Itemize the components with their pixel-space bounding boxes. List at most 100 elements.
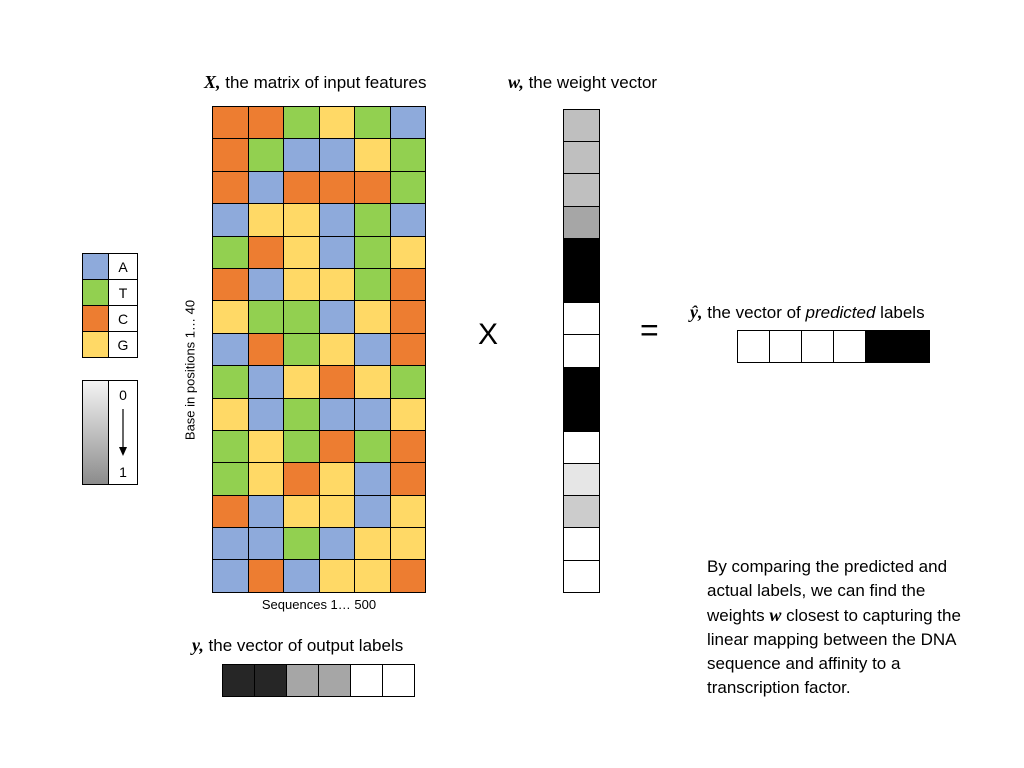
matrix-cell bbox=[248, 236, 284, 269]
weight-cell bbox=[564, 335, 600, 368]
predicted-label-cell bbox=[834, 331, 866, 363]
matrix-cell bbox=[213, 333, 249, 367]
yhat-symbol: ŷ, bbox=[690, 302, 703, 322]
matrix-cell bbox=[355, 204, 391, 237]
weights-title: w, the weight vector bbox=[508, 72, 657, 93]
matrix-cell bbox=[213, 398, 249, 431]
legend-base-label: A bbox=[109, 254, 138, 280]
matrix-cell bbox=[284, 139, 320, 172]
grayscale-gradient bbox=[83, 381, 109, 484]
weight-cell bbox=[564, 142, 600, 175]
y-title: y, the vector of output labels bbox=[192, 635, 403, 656]
yhat-title: ŷ, the vector of predicted labels bbox=[690, 302, 925, 323]
explanation-symbol: w bbox=[769, 605, 782, 625]
matrix-cell bbox=[390, 495, 426, 529]
matrix-cell bbox=[355, 398, 391, 431]
matrix-cell bbox=[284, 301, 320, 334]
matrix-cell bbox=[390, 301, 426, 334]
matrix-cell bbox=[319, 333, 355, 367]
legend-base-label: T bbox=[109, 280, 138, 306]
weight-cell bbox=[564, 431, 600, 465]
predicted-label-cell bbox=[770, 331, 802, 363]
matrix-cell bbox=[213, 366, 249, 399]
weight-cell bbox=[564, 270, 600, 304]
predicted-label-cell bbox=[738, 331, 770, 363]
matrix-x-axis-label: Sequences 1… 500 bbox=[261, 597, 377, 612]
matrix-cell bbox=[248, 366, 284, 399]
matrix-cell bbox=[248, 495, 284, 529]
weight-cell bbox=[564, 464, 600, 497]
matrix-cell bbox=[248, 139, 284, 172]
output-label-cell bbox=[287, 665, 319, 697]
matrix-cell bbox=[248, 107, 284, 140]
matrix-cell bbox=[390, 560, 426, 593]
matrix-y-axis-label: Base in positions 1… 40 bbox=[182, 299, 198, 441]
legend-swatch bbox=[83, 254, 109, 280]
matrix-cell bbox=[355, 301, 391, 334]
matrix-cell bbox=[284, 560, 320, 593]
matrix-cell bbox=[355, 560, 391, 593]
weight-cell bbox=[564, 238, 600, 271]
matrix-cell bbox=[355, 236, 391, 269]
matrix-cell bbox=[319, 139, 355, 172]
weight-cell bbox=[564, 303, 600, 336]
scale-bottom-label: 1 bbox=[119, 464, 127, 480]
matrix-cell bbox=[213, 268, 249, 302]
legend-base-label: G bbox=[109, 332, 138, 358]
matrix-title-text: the matrix of input features bbox=[220, 73, 427, 92]
matrix-cell bbox=[319, 398, 355, 431]
matrix-cell bbox=[319, 107, 355, 140]
matrix-cell bbox=[213, 204, 249, 237]
matrix-cell bbox=[319, 430, 355, 464]
predicted-label-cell bbox=[802, 331, 834, 363]
matrix-cell bbox=[284, 463, 320, 496]
output-label-cell bbox=[255, 665, 287, 697]
equals-operator: = bbox=[640, 312, 659, 348]
matrix-cell bbox=[284, 204, 320, 237]
matrix-cell bbox=[319, 171, 355, 205]
legend-row: A bbox=[83, 254, 138, 280]
matrix-cell bbox=[213, 107, 249, 140]
matrix-cell bbox=[213, 560, 249, 593]
legend-swatch bbox=[83, 306, 109, 332]
legend-row: T bbox=[83, 280, 138, 306]
weights-symbol: w, bbox=[508, 72, 524, 92]
matrix-cell bbox=[284, 236, 320, 269]
predicted-label-vector bbox=[737, 330, 930, 363]
matrix-cell bbox=[355, 528, 391, 561]
matrix-cell bbox=[319, 236, 355, 269]
matrix-cell bbox=[319, 463, 355, 496]
matrix-cell bbox=[390, 268, 426, 302]
matrix-cell bbox=[248, 430, 284, 464]
matrix-cell bbox=[390, 171, 426, 205]
matrix-cell bbox=[390, 398, 426, 431]
weight-vector bbox=[563, 109, 600, 593]
explanation-text: By comparing the predicted and actual la… bbox=[707, 555, 987, 700]
legend-row: G bbox=[83, 332, 138, 358]
weight-cell bbox=[564, 399, 600, 432]
matrix-cell bbox=[355, 463, 391, 496]
matrix-cell bbox=[248, 398, 284, 431]
matrix-cell bbox=[390, 139, 426, 172]
matrix-cell bbox=[319, 528, 355, 561]
matrix-cell bbox=[355, 333, 391, 367]
matrix-cell bbox=[355, 268, 391, 302]
multiply-operator: X bbox=[478, 318, 499, 351]
matrix-cell bbox=[284, 528, 320, 561]
matrix-cell bbox=[213, 171, 249, 205]
weights-title-text: the weight vector bbox=[523, 73, 658, 92]
weight-cell bbox=[564, 560, 600, 593]
legend-swatch bbox=[83, 280, 109, 306]
weight-cell bbox=[564, 110, 600, 143]
yhat-title-pre: the vector of bbox=[702, 303, 806, 322]
weight-cell bbox=[564, 528, 600, 561]
weight-cell bbox=[564, 174, 600, 207]
matrix-cell bbox=[355, 171, 391, 205]
matrix-cell bbox=[390, 236, 426, 269]
matrix-symbol: X, bbox=[204, 72, 221, 92]
legend-row: C bbox=[83, 306, 138, 332]
matrix-cell bbox=[284, 333, 320, 367]
yhat-title-post: labels bbox=[875, 303, 925, 322]
yhat-title-em: predicted bbox=[805, 303, 876, 322]
